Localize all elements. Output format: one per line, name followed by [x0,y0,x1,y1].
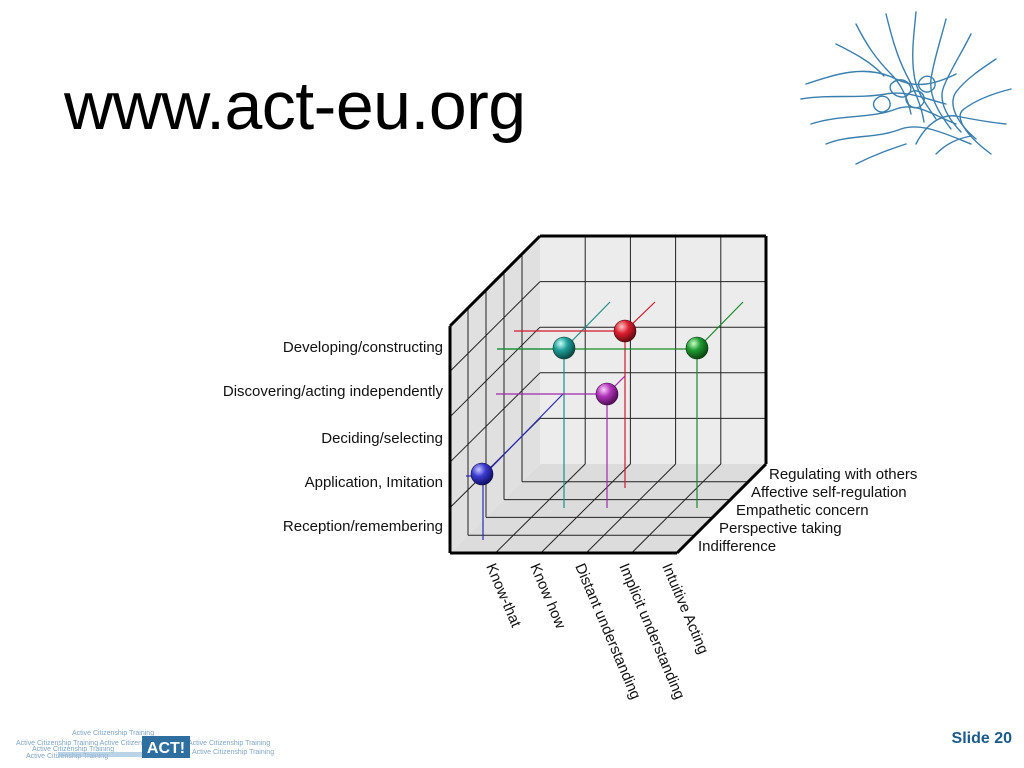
depth-axis-label: Regulating with others [769,466,917,483]
svg-text:Active Citizenship Training Ac: Active Citizenship Training Active Citiz… [16,740,182,747]
svg-text:Active Citizenship Training: Active Citizenship Training [192,749,274,756]
grid-line [631,463,722,554]
svg-text:Active Citizenship Training: Active Citizenship Training [188,740,270,747]
horizontal-axis-label: Know-that [482,561,524,631]
grid-line [449,326,541,418]
grid-line [540,463,631,554]
grid-line [449,281,541,372]
horizontal-axis-label: Know how [526,561,569,632]
green-sphere [685,336,709,360]
red-sphere [613,319,637,343]
depth-axis-label: Affective self-regulation [751,484,907,501]
act-logo-text: ACT! [147,740,185,757]
teal-sphere [552,336,576,360]
cube-back-face [540,236,766,464]
purple-sphere [595,382,619,406]
grid-line [495,463,586,554]
depth-axis-label: Perspective taking [719,520,842,537]
slide-title: www.act-eu.org [64,68,526,144]
depth-axis-label: Empathetic concern [736,502,869,519]
blue-sphere [470,462,494,486]
vertical-axis-label: Reception/remembering [283,518,443,535]
svg-text:Active Citizenship Training: Active Citizenship Training [32,746,114,753]
vertical-axis-label: Application, Imitation [305,474,443,491]
svg-text:Active Citizenship Training: Active Citizenship Training [72,730,154,737]
vertical-axis-label: Discovering/acting independently [223,383,444,400]
grid-line [449,372,541,463]
depth-axis-label: Indifference [698,538,776,555]
cube-frame [448,234,768,555]
act-logo: Active Citizenship Training Active Citiz… [16,730,274,760]
cube-bottom-face [450,464,766,553]
grid-line [585,463,676,554]
vertical-axis-label: Deciding/selecting [321,430,443,447]
slide-number: Slide 20 [951,730,1012,747]
hands-drawing-logo [800,11,1012,165]
vertical-axis-label: Developing/constructing [283,339,443,356]
